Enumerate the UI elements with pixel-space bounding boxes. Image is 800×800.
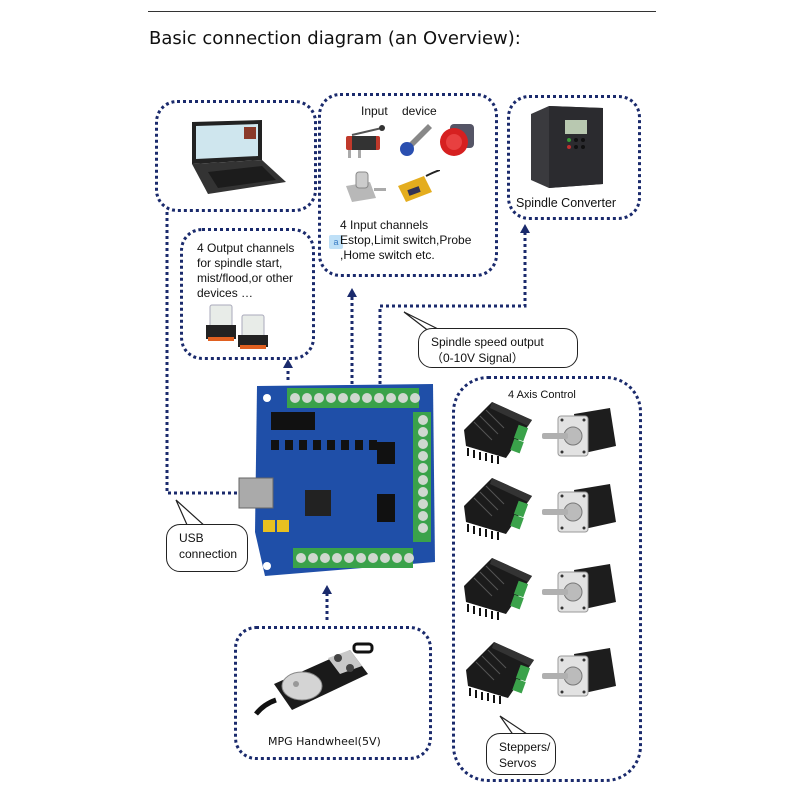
stepper-motor-icon: [542, 484, 616, 533]
steppers-servos-callout: Steppers/ Servos: [486, 733, 556, 775]
translate-icon[interactable]: a: [329, 235, 343, 249]
controller-board: [238, 384, 435, 576]
mpg-handwheel-icon: [254, 642, 374, 716]
laptop-icon: [192, 120, 286, 194]
input-heading-word1: Input: [361, 104, 388, 118]
page-title: Basic connection diagram (an Overview):: [149, 28, 521, 49]
axis-control-title: 4 Axis Control: [508, 389, 576, 401]
stepper-driver-icon: [464, 558, 532, 620]
limit-switch-icon: [346, 171, 386, 202]
relay-icon: [206, 304, 268, 349]
stepper-driver-icon: [466, 642, 534, 704]
proximity-sensor-icon: [400, 124, 432, 156]
steppers-callout-line1: Steppers/: [499, 740, 551, 754]
usb-callout-line1: USB: [179, 531, 204, 545]
steppers-callout-line2: Servos: [499, 756, 537, 770]
inductive-sensor-icon: [398, 170, 440, 202]
emergency-stop-icon: [440, 124, 474, 156]
spindle-converter-icon: [531, 106, 603, 188]
stepper-driver-icon: [464, 402, 532, 464]
stepper-driver-icon: [464, 478, 532, 540]
arrow-up-input: [347, 288, 357, 297]
input-channels-line2: Estop,Limit switch,Probe: [340, 233, 472, 247]
microswitch-icon: [346, 125, 385, 158]
top-rule: [148, 11, 656, 12]
usb-callout-line2: connection: [179, 547, 238, 561]
spindle-speed-callout: Spindle speed output （0-10V Signal）: [418, 328, 578, 368]
output-channels-line2: for spindle start,: [197, 256, 283, 270]
stepper-motor-icon: [542, 408, 616, 457]
pc-box: [155, 100, 317, 212]
axis-control-box: [452, 376, 642, 782]
mpg-handwheel-label: MPG Handwheel(5V): [268, 735, 381, 748]
input-channels-line3: ,Home switch etc.: [340, 248, 435, 262]
arrow-up-spindle: [520, 224, 530, 233]
output-channels-line3: mist/flood,or other: [197, 271, 294, 285]
usb-connection-callout: USB connection: [166, 524, 248, 572]
mpg-box: [234, 626, 432, 760]
spindle-speed-callout-line1: Spindle speed output: [431, 335, 544, 349]
stepper-motor-icon: [542, 648, 616, 697]
arrow-up-output: [283, 359, 293, 368]
arrow-up-mpg: [322, 585, 332, 594]
input-heading-word2: device: [402, 104, 437, 118]
stepper-motor-icon: [542, 564, 616, 613]
spindle-converter-label: Spindle Converter: [516, 196, 617, 210]
output-channels-line1: 4 Output channels: [197, 241, 295, 255]
output-channels-line4: devices …: [197, 286, 254, 300]
spindle-speed-callout-line2: （0-10V Signal）: [431, 351, 524, 365]
input-channels-line1: 4 Input channels: [340, 218, 429, 232]
spindle-converter-box: [507, 95, 641, 220]
